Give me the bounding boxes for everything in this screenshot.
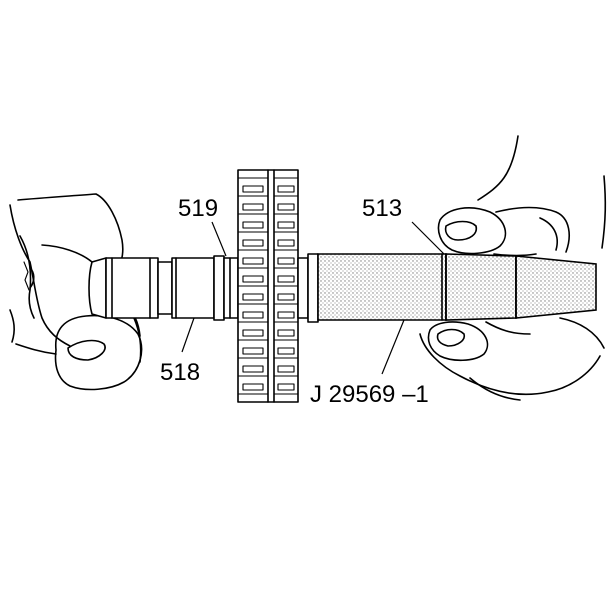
label-j29569-1: J 29569 –1: [310, 381, 429, 408]
label-519: 519: [178, 195, 218, 222]
shaft-518: [88, 255, 239, 321]
leader-lines: [181, 221, 445, 375]
label-518: 518: [160, 359, 200, 386]
leader-518: [181, 317, 195, 353]
leader-j29569: [381, 319, 405, 375]
right-hand: [419, 135, 607, 401]
gear-second: [273, 169, 299, 403]
label-513: 513: [362, 195, 402, 222]
gear-519: [237, 169, 275, 403]
leader-519: [211, 221, 227, 257]
shaft-collar-right: [297, 253, 319, 323]
leader-513: [411, 221, 445, 255]
tool-j29569-1: [317, 253, 597, 321]
